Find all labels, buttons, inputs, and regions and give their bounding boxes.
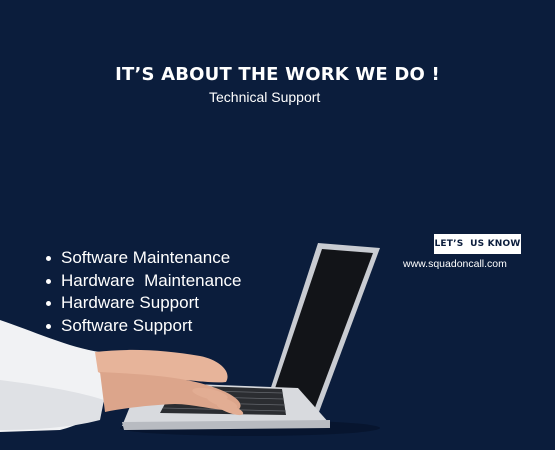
laptop-image (0, 243, 380, 436)
contact-button[interactable]: LET’S US KNOW (434, 234, 521, 254)
service-label: Software Support (61, 315, 193, 335)
bullet-icon (46, 301, 51, 306)
service-item: Hardware Support (42, 292, 241, 315)
service-label: Software Maintenance (61, 248, 231, 267)
laptop-screen (268, 249, 373, 413)
website-link[interactable]: www.squadoncall.com (403, 258, 507, 270)
service-item: Software Support (42, 315, 241, 338)
service-label: Hardware Maintenance (61, 270, 242, 290)
laptop-front-edge (122, 420, 330, 430)
services-list: Software Maintenance Hardware Maintenanc… (42, 247, 241, 337)
hand-lower (100, 372, 241, 412)
subheadline: Technical Support (209, 89, 321, 105)
service-label: Hardware Support (61, 293, 199, 312)
service-item: Software Maintenance (42, 247, 241, 270)
fingers (192, 387, 244, 416)
headline: IT’S ABOUT THE WORK WE DO ! (115, 64, 440, 85)
shirt-sleeve-shade (0, 380, 104, 430)
bullet-icon (46, 278, 51, 284)
service-item: Hardware Maintenance (42, 270, 241, 293)
bullet-icon (46, 323, 51, 329)
bullet-icon (46, 256, 51, 261)
